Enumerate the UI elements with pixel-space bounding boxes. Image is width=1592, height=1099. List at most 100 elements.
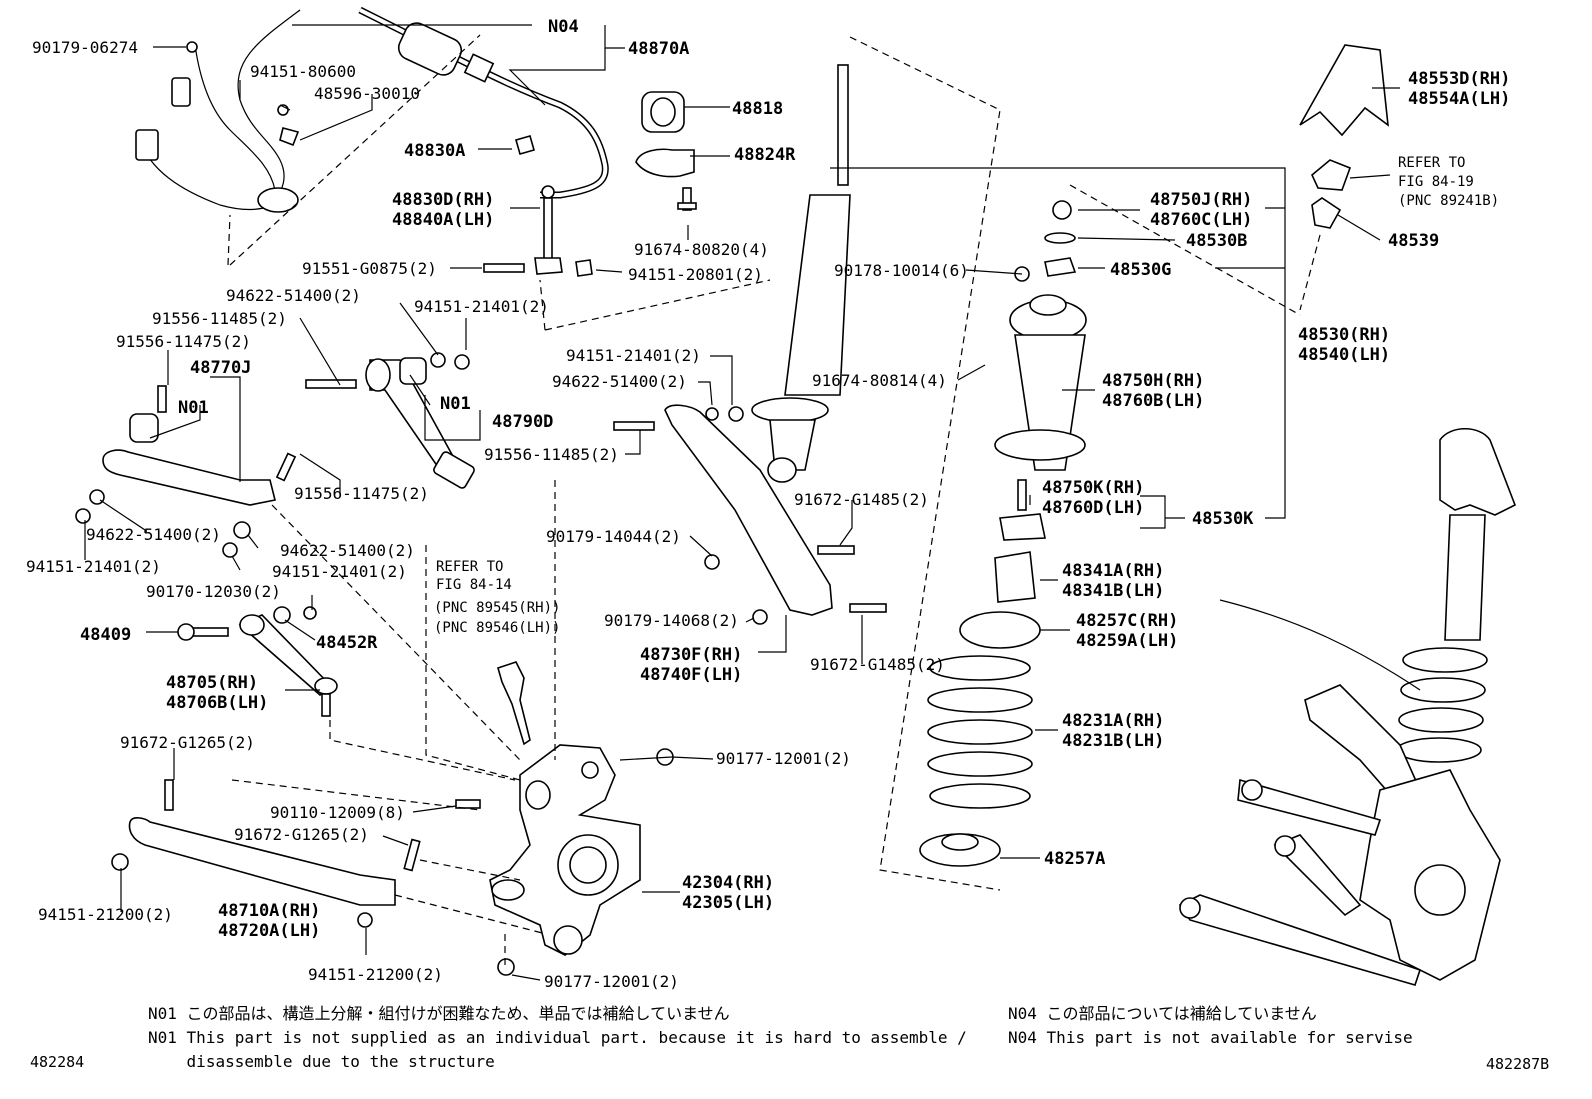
label-91674-80814: 91674-80814(4) [812, 371, 947, 390]
label-48760D: 48760D(LH) [1042, 498, 1144, 518]
stabilizer-bar-drawing [135, 6, 609, 266]
label-94151-21401-c: 94151-21401(2) [26, 557, 161, 576]
upper-arm-drawing [75, 352, 475, 558]
label-48830A: 48830A [404, 141, 465, 161]
label-91674-80820: 91674-80820(4) [634, 240, 769, 259]
label-refer-b-2: FIG 84-19 [1398, 174, 1474, 190]
label-48530B: 48530B [1186, 231, 1247, 251]
label-48257C: 48257C(RH) [1076, 611, 1178, 631]
label-48530: 48530(RH) [1298, 325, 1390, 345]
label-48840A: 48840A(LH) [392, 210, 494, 230]
note-n01-jp-code: N01 [148, 1004, 177, 1023]
label-90179-06274: 90179-06274 [32, 38, 138, 57]
note-n01-jp: N01 この部品は、構造上分解・組付けが困難なため、単品では補給していません [148, 1002, 730, 1026]
note-n04-en: N04 This part is not available for servi… [1008, 1026, 1413, 1050]
label-48706B: 48706B(LH) [166, 693, 268, 713]
label-48750J: 48750J(RH) [1150, 190, 1252, 210]
label-refer-a-2: FIG 84-14 [436, 577, 512, 593]
label-48553D: 48553D(RH) [1408, 69, 1510, 89]
label-48824R: 48824R [734, 145, 796, 165]
label-refer-b-1: REFER TO [1398, 155, 1465, 171]
label-94151-80600: 94151-80600 [250, 62, 356, 81]
label-48231B: 48231B(LH) [1062, 731, 1164, 751]
label-refer-a-3: (PNC 89545(RH)) [434, 600, 560, 616]
note-n01-en: N01 This part is not supplied as an indi… [148, 1026, 967, 1074]
note-n01-en-text: This part is not supplied as an individu… [186, 1028, 967, 1071]
label-48790D: 48790D [492, 412, 553, 432]
label-48540: 48540(LH) [1298, 345, 1390, 365]
note-n04-jp-text: この部品については補給していません [1046, 1004, 1317, 1023]
label-42304: 42304(RH) [682, 873, 774, 893]
label-48750K: 48750K(RH) [1042, 478, 1144, 498]
lower-control-arm-drawing [613, 404, 887, 625]
label-48341B: 48341B(LH) [1062, 581, 1164, 601]
knuckle-drawing [231, 480, 674, 976]
note-n04-en-code: N04 [1008, 1028, 1037, 1047]
label-94151-21200-a: 94151-21200(2) [38, 905, 173, 924]
label-91672-G1265-b: 91672-G1265(2) [234, 825, 369, 844]
label-48750H: 48750H(RH) [1102, 371, 1204, 391]
label-48257A: 48257A [1044, 849, 1105, 869]
label-91551-G0875: 91551-G0875(2) [302, 259, 437, 278]
label-48710A: 48710A(RH) [218, 901, 320, 921]
lower-arm-drawing [111, 779, 551, 936]
top-right-parts-drawing [1299, 44, 1389, 311]
label-94151-20801: 94151-20801(2) [628, 265, 763, 284]
label-42305: 42305(LH) [682, 893, 774, 913]
label-90170-12030: 90170-12030(2) [146, 582, 281, 601]
label-91556-11475-a: 91556-11475(2) [116, 332, 251, 351]
label-48830D: 48830D(RH) [392, 190, 494, 210]
note-n04-jp: N04 この部品については補給していません [1008, 1002, 1317, 1026]
footer-left-code: 482284 [30, 1053, 85, 1071]
note-n01-jp-text: この部品は、構造上分解・組付けが困難なため、単品では補給していません [186, 1004, 730, 1023]
label-48870A: 48870A [628, 39, 689, 59]
label-48818: 48818 [732, 99, 783, 119]
label-48409: 48409 [80, 625, 131, 645]
toe-link-drawing [177, 606, 516, 781]
label-48740F: 48740F(LH) [640, 665, 742, 685]
note-n01-en-code: N01 [148, 1028, 177, 1047]
label-94622-51400-b: 94622-51400(2) [552, 372, 687, 391]
strut-spring-drawing [919, 200, 1087, 867]
label-48760B: 48760B(LH) [1102, 391, 1204, 411]
label-94151-21401-b: 94151-21401(2) [566, 346, 701, 365]
label-48705: 48705(RH) [166, 673, 258, 693]
label-48730F: 48730F(RH) [640, 645, 742, 665]
label-refer-a-4: (PNC 89546(LH)) [434, 620, 560, 636]
label-91672-G1485-a: 91672-G1485(2) [794, 490, 929, 509]
leader-lines [84, 24, 1400, 981]
label-48539: 48539 [1388, 231, 1439, 251]
label-91556-11485-b: 91556-11485(2) [484, 445, 619, 464]
label-90177-12001-a: 90177-12001(2) [716, 749, 851, 768]
label-90177-12001-b: 90177-12001(2) [544, 972, 679, 991]
label-94622-51400-a: 94622-51400(2) [226, 286, 361, 305]
label-n01-b: N01 [440, 394, 471, 414]
label-48259A: 48259A(LH) [1076, 631, 1178, 651]
coil-spring-shape [927, 655, 1033, 809]
shock-absorber-drawing [751, 36, 1301, 891]
stabilizer-bushing-group [483, 91, 771, 331]
label-48231A: 48231A(RH) [1062, 711, 1164, 731]
label-91672-G1265-a: 91672-G1265(2) [120, 733, 255, 752]
label-90178-10014: 90178-10014(6) [834, 261, 969, 280]
label-91672-G1485-b: 91672-G1485(2) [810, 655, 945, 674]
label-48720A: 48720A(LH) [218, 921, 320, 941]
label-94622-51400-d: 94622-51400(2) [280, 541, 415, 560]
label-n04: N04 [548, 17, 579, 37]
label-48596-30010: 48596-30010 [314, 84, 420, 103]
label-94151-21401-d: 94151-21401(2) [272, 562, 407, 581]
label-n01-a: N01 [178, 398, 209, 418]
label-90110-12009: 90110-12009(8) [270, 803, 405, 822]
label-48760C: 48760C(LH) [1150, 210, 1252, 230]
label-94622-51400-c: 94622-51400(2) [86, 525, 221, 544]
label-48530G: 48530G [1110, 260, 1171, 280]
label-48554A: 48554A(LH) [1408, 89, 1510, 109]
label-48341A: 48341A(RH) [1062, 561, 1164, 581]
label-48530K: 48530K [1192, 509, 1254, 529]
label-90179-14044: 90179-14044(2) [546, 527, 681, 546]
footer-right-code: 482287B [1486, 1055, 1550, 1073]
label-refer-b-3: (PNC 89241B) [1398, 193, 1499, 209]
label-94151-21200-b: 94151-21200(2) [308, 965, 443, 984]
label-91556-11485-a: 91556-11485(2) [152, 309, 287, 328]
label-90179-14068: 90179-14068(2) [604, 611, 739, 630]
